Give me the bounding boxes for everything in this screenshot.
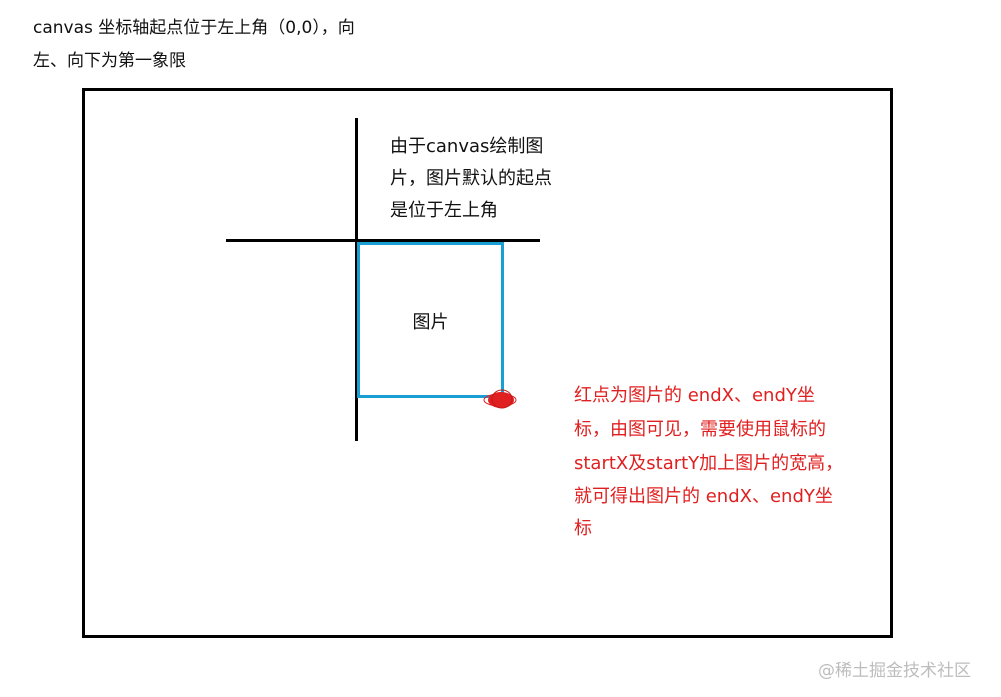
red-note-line-5: 标	[574, 518, 592, 539]
red-note-line-3: startX及startY加上图片的宽高，	[574, 453, 844, 474]
y-axis	[355, 118, 358, 441]
image-label: 图片	[412, 312, 449, 333]
end-point-red-dot	[483, 389, 517, 409]
red-note-line-1: 红点为图片的 endX、endY坐	[574, 385, 815, 406]
x-axis	[226, 239, 540, 242]
heading-line-1: canvas 坐标轴起点位于左上角（0,0），向	[33, 18, 355, 38]
canvas-frame	[82, 88, 893, 638]
red-note-line-2: 标，由图可见，需要使用鼠标的	[574, 419, 826, 440]
origin-note-line-2: 片，图片默认的起点	[390, 168, 552, 189]
origin-note-line-3: 是位于左上角	[390, 200, 498, 221]
heading-line-2: 左、向下为第一象限	[33, 51, 186, 71]
origin-note-line-1: 由于canvas绘制图	[390, 136, 544, 157]
image-rectangle: 图片	[357, 242, 504, 398]
red-note-line-4: 就可得出图片的 endX、endY坐	[574, 486, 833, 507]
watermark: @稀土掘金技术社区	[818, 661, 971, 681]
